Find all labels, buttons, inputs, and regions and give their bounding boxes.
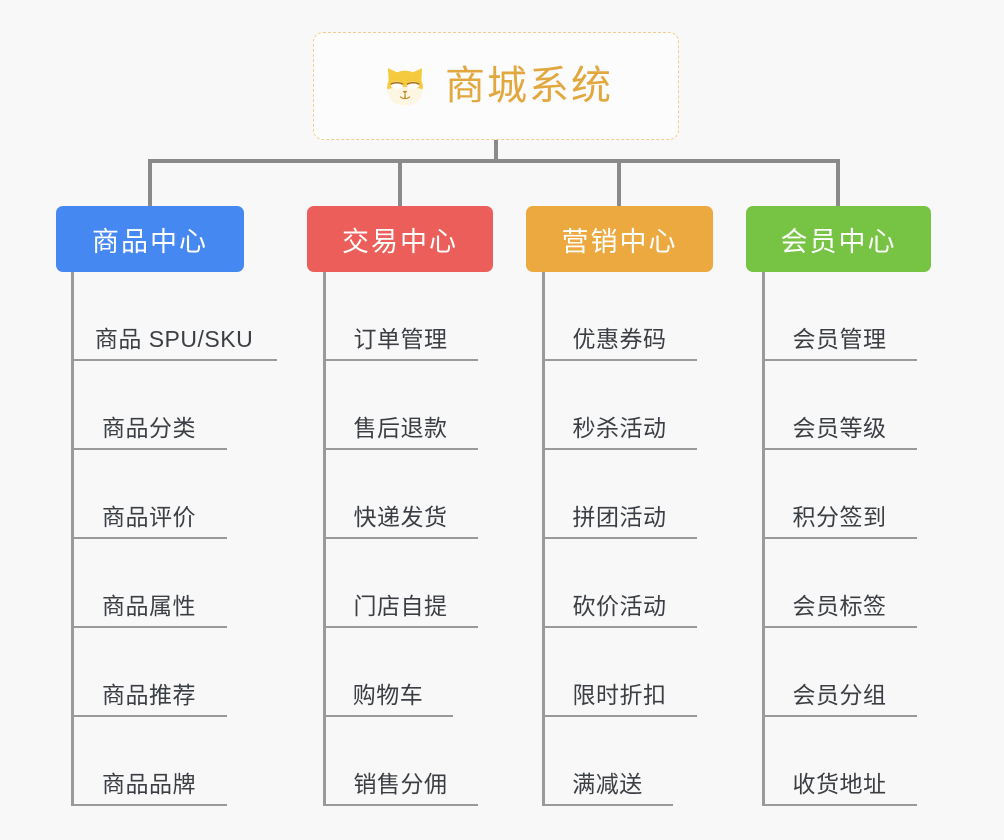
root-stem-connector: [494, 140, 498, 162]
leaf-label-1-3: 门店自提: [353, 593, 448, 620]
leaf-label-1-0: 订单管理: [353, 326, 448, 353]
leaf-label-2-3: 砍价活动: [572, 593, 667, 620]
horizontal-bus-connector: [148, 159, 840, 163]
leaf-label-3-0: 会员管理: [792, 326, 887, 353]
drop-connector-4: [836, 159, 840, 207]
leaf-item-2-3[interactable]: 砍价活动: [542, 539, 697, 628]
leaf-label-0-2: 商品评价: [102, 504, 196, 531]
leaf-label-3-5: 收货地址: [792, 771, 887, 798]
leaf-label-0-3: 商品属性: [102, 593, 196, 620]
drop-connector-3: [617, 159, 621, 207]
leaf-label-1-4: 购物车: [352, 682, 424, 709]
category-label-2: 营销中心: [561, 226, 678, 257]
branch-trunk-3: [762, 272, 765, 806]
leaf-item-1-3[interactable]: 门店自提: [323, 539, 478, 628]
leaf-label-0-0: 商品 SPU/SKU: [94, 326, 254, 353]
root-title: 商城系统: [445, 64, 613, 108]
leaf-label-0-1: 商品分类: [102, 415, 196, 442]
category-label-3: 会员中心: [780, 226, 897, 257]
leaf-label-2-4: 限时折扣: [572, 682, 667, 709]
leaf-item-0-4[interactable]: 商品推荐: [71, 628, 227, 717]
leaf-item-3-1[interactable]: 会员等级: [762, 361, 917, 450]
leaf-item-1-0[interactable]: 订单管理: [323, 272, 478, 361]
leaf-label-2-0: 优惠券码: [572, 326, 667, 353]
leaf-item-0-3[interactable]: 商品属性: [71, 539, 227, 628]
root-node-content: 商城系统: [379, 60, 613, 112]
leaf-item-3-2[interactable]: 积分签到: [762, 450, 917, 539]
leaf-label-3-4: 会员分组: [792, 682, 887, 709]
category-node-2[interactable]: 营销中心: [526, 206, 713, 272]
category-node-3[interactable]: 会员中心: [746, 206, 931, 272]
leaf-label-3-1: 会员等级: [792, 415, 887, 442]
leaf-item-0-5[interactable]: 商品品牌: [71, 717, 227, 806]
leaf-label-0-4: 商品推荐: [102, 682, 196, 709]
root-node[interactable]: 商城系统: [313, 32, 679, 140]
category-node-0[interactable]: 商品中心: [56, 206, 244, 272]
leaf-label-2-2: 拼团活动: [572, 504, 667, 531]
leaf-label-1-1: 售后退款: [353, 415, 448, 442]
branch-trunk-1: [323, 272, 326, 806]
leaf-item-1-4[interactable]: 购物车: [323, 628, 453, 717]
category-label-1: 交易中心: [342, 226, 458, 257]
drop-connector-2: [398, 159, 402, 207]
leaf-item-1-1[interactable]: 售后退款: [323, 361, 478, 450]
leaf-item-2-4[interactable]: 限时折扣: [542, 628, 697, 717]
category-node-1[interactable]: 交易中心: [307, 206, 493, 272]
leaf-label-2-5: 满减送: [572, 771, 643, 798]
leaf-label-0-5: 商品品牌: [102, 771, 196, 798]
leaf-item-2-0[interactable]: 优惠券码: [542, 272, 697, 361]
leaf-item-2-2[interactable]: 拼团活动: [542, 450, 697, 539]
leaf-label-2-1: 秒杀活动: [572, 415, 667, 442]
leaf-item-0-0[interactable]: 商品 SPU/SKU: [71, 272, 277, 361]
leaf-item-1-2[interactable]: 快递发货: [323, 450, 478, 539]
leaf-item-2-1[interactable]: 秒杀活动: [542, 361, 697, 450]
leaf-item-3-0[interactable]: 会员管理: [762, 272, 917, 361]
leaf-label-1-2: 快递发货: [353, 504, 448, 531]
branch-trunk-2: [542, 272, 545, 806]
leaf-label-3-2: 积分签到: [792, 504, 887, 531]
leaf-item-0-1[interactable]: 商品分类: [71, 361, 227, 450]
leaf-item-1-5[interactable]: 销售分佣: [323, 717, 478, 806]
category-label-0: 商品中心: [92, 226, 208, 257]
leaf-label-3-3: 会员标签: [792, 593, 887, 620]
leaf-item-3-4[interactable]: 会员分组: [762, 628, 917, 717]
drop-connector-1: [148, 159, 152, 207]
leaf-item-3-3[interactable]: 会员标签: [762, 539, 917, 628]
branch-trunk-0: [71, 272, 74, 806]
shiba-dog-icon: [387, 68, 423, 106]
leaf-item-0-2[interactable]: 商品评价: [71, 450, 227, 539]
leaf-item-2-5[interactable]: 满减送: [542, 717, 673, 806]
leaf-item-3-5[interactable]: 收货地址: [762, 717, 917, 806]
leaf-label-1-5: 销售分佣: [353, 771, 448, 798]
